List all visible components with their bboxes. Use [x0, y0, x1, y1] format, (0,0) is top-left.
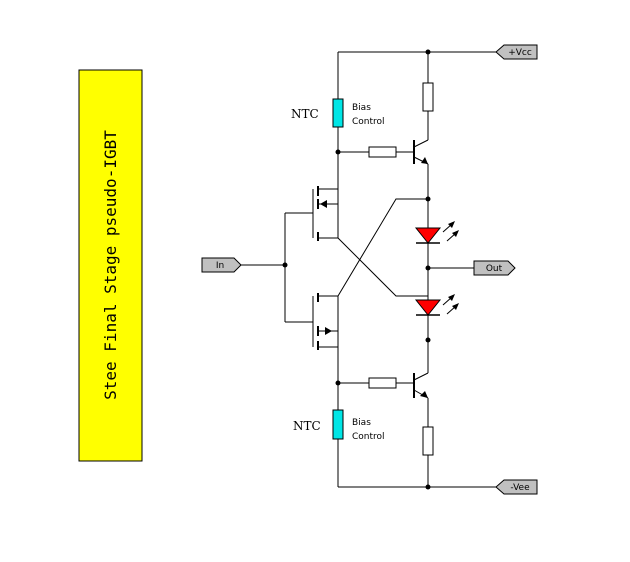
bias-bottom-line1: Bias: [352, 418, 371, 428]
title-box: [78, 69, 143, 462]
ntc-top: [332, 98, 344, 128]
port-in: In: [201, 257, 242, 273]
led-upper: [414, 221, 459, 244]
bias-top-line1: Bias: [352, 103, 371, 113]
mosfet-upper: [312, 186, 339, 241]
ntc-bottom-label: NTC: [293, 419, 321, 433]
bias-bottom-line2: Control: [352, 432, 385, 442]
port-vcc: +Vcc: [495, 44, 538, 60]
resistor-bottom-right: [422, 426, 434, 456]
led-lower: [414, 294, 459, 316]
port-in-label: In: [216, 261, 224, 271]
ntc-bottom: [332, 409, 344, 440]
port-vee: -Vee: [495, 479, 538, 495]
resistor-top-base: [368, 146, 397, 158]
pnp-transistor: [413, 372, 429, 399]
ntc-top-label: NTC: [291, 107, 319, 121]
port-vcc-label: +Vcc: [508, 48, 532, 58]
resistor-bottom-base: [368, 377, 397, 389]
mosfet-lower: [312, 293, 339, 350]
wires: [241, 51, 496, 488]
diagram-title: Stee Final Stage pseudo-IGBT: [101, 130, 120, 400]
junction-dots: [282, 49, 431, 490]
bias-top-line2: Control: [352, 117, 385, 127]
resistor-top-right: [422, 82, 434, 112]
port-vee-label: -Vee: [510, 483, 530, 493]
port-out: Out: [473, 260, 516, 276]
npn-transistor: [413, 139, 429, 165]
port-out-label: Out: [486, 264, 503, 274]
